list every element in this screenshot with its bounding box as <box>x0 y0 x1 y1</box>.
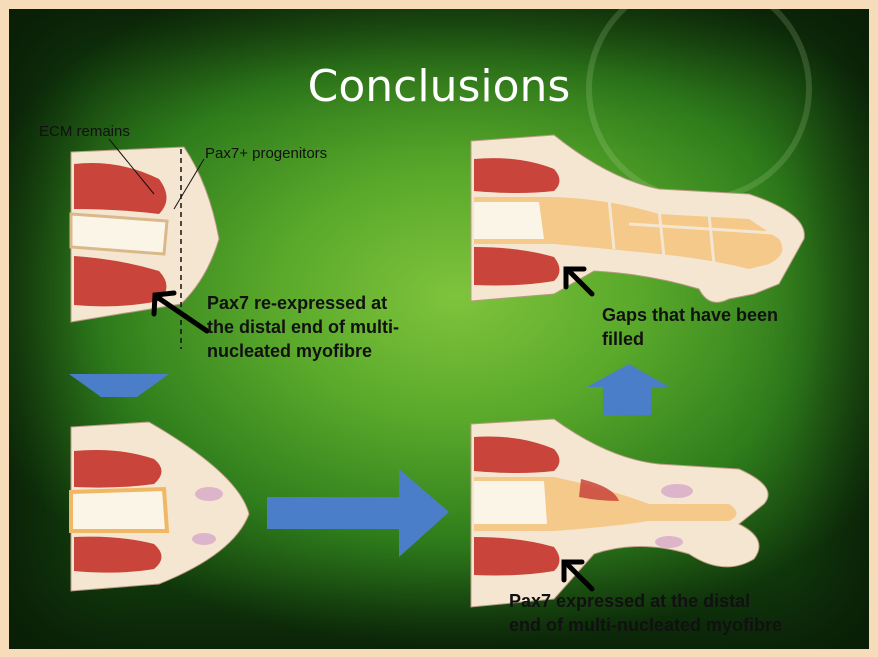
up-arrow-head <box>587 364 669 387</box>
pax7-expressed-line-2: end of multi-nucleated myofibre <box>509 613 782 637</box>
blastema-panel <box>71 422 249 591</box>
up-arrow-shaft <box>603 387 651 415</box>
pax7-progenitors-label: Pax7+ progenitors <box>205 145 327 162</box>
pax7-reexpressed-line-1: Pax7 re-expressed at <box>207 291 399 315</box>
down-arrow <box>69 374 169 397</box>
ecm-remains-label: ECM remains <box>39 123 130 140</box>
pax7-reexpressed-label: Pax7 re-expressed at the distal end of m… <box>207 291 399 363</box>
gaps-filled-label: Gaps that have been filled <box>602 303 778 351</box>
regenerated-hand-panel <box>471 135 804 302</box>
slide-title: Conclusions <box>9 61 869 112</box>
right-arrow <box>267 469 449 557</box>
slide: Conclusions <box>9 9 869 649</box>
stump-panel-top <box>71 147 219 349</box>
gaps-filled-line-1: Gaps that have been <box>602 303 778 327</box>
regenerating-limb-panel <box>471 419 768 607</box>
pax7-reexpressed-line-2: the distal end of multi- <box>207 315 399 339</box>
pax7-expressed-label: Pax7 expressed at the distal end of mult… <box>509 589 782 637</box>
pax7-expressed-line-1: Pax7 expressed at the distal <box>509 589 782 613</box>
pax7-reexpressed-line-3: nucleated myofibre <box>207 339 399 363</box>
gaps-filled-line-2: filled <box>602 327 778 351</box>
